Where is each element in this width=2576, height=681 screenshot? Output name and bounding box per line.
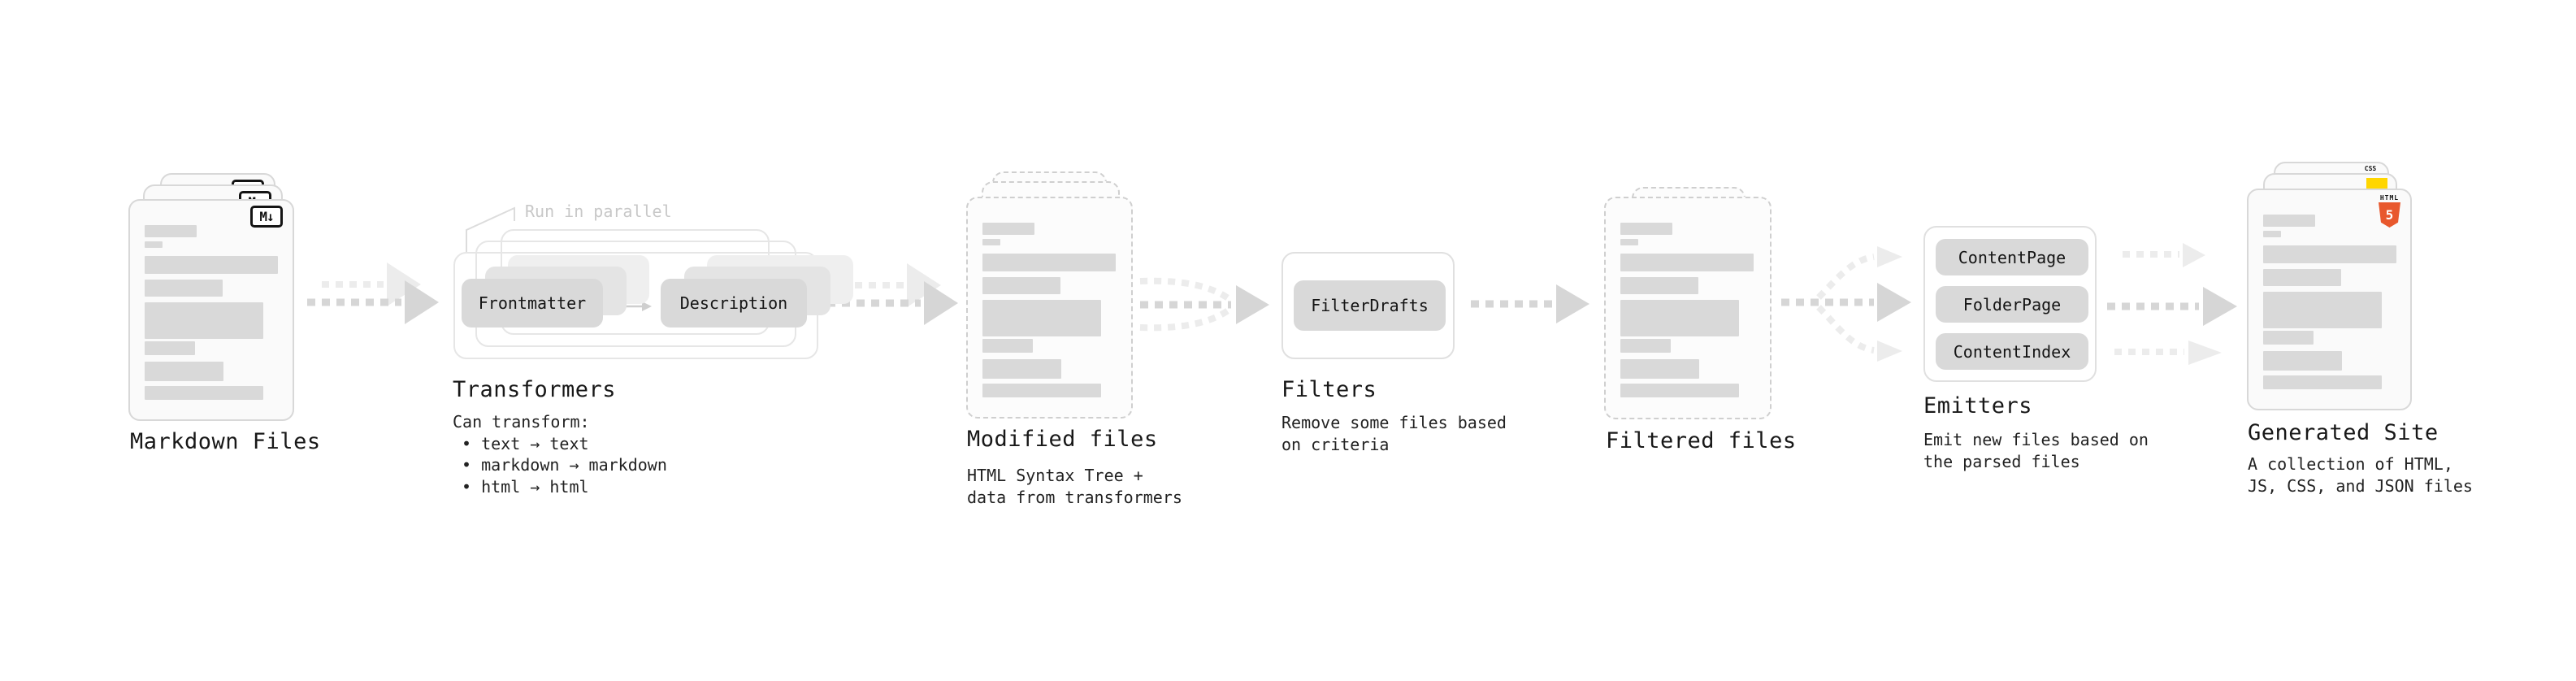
placeholder-text-bar	[982, 339, 1033, 353]
transformers-description: Can transform: • text → text • markdown …	[453, 411, 667, 497]
placeholder-text-bar	[1620, 254, 1754, 271]
filters-subtitle-line: on criteria	[1281, 434, 1390, 454]
placeholder-text-bar	[982, 359, 1061, 379]
placeholder-text-bar	[145, 302, 263, 339]
contentpage-pill: ContentPage	[1936, 239, 2088, 275]
modified-files-subtitle: HTML Syntax Tree + data from transformer…	[967, 465, 1182, 508]
placeholder-text-bar	[145, 362, 223, 381]
placeholder-text-bar	[145, 256, 278, 274]
transformers-desc-line: • text → text	[462, 433, 589, 453]
placeholder-text-bar	[2263, 245, 2396, 263]
html5-icon-label: HTML	[2379, 194, 2400, 202]
filters-title: Filters	[1281, 377, 1377, 402]
placeholder-text-bar	[145, 341, 195, 355]
arrow-emitters-to-site	[2107, 243, 2237, 365]
filterdrafts-pill: FilterDrafts	[1294, 280, 1446, 331]
filtered-files-title: Filtered files	[1606, 428, 1797, 453]
run-in-parallel-note: Run in parallel	[525, 202, 672, 221]
placeholder-text-bar	[145, 280, 223, 297]
description-pill: Description	[661, 279, 807, 327]
placeholder-text-bar	[1620, 300, 1739, 336]
folderpage-pill: FolderPage	[1936, 286, 2088, 323]
frontmatter-pill: Frontmatter	[462, 279, 603, 327]
placeholder-text-bar	[1620, 384, 1739, 397]
generated-site-subtitle-line: A collection of HTML,	[2248, 454, 2453, 474]
stage-filters-box: FilterDrafts	[1281, 252, 1455, 359]
placeholder-text-bar	[2263, 231, 2281, 237]
emitters-subtitle-line: the parsed files	[1923, 451, 2080, 471]
arrow-markdown-to-transformers	[307, 262, 439, 324]
transformers-desc-line: Can transform:	[453, 412, 590, 432]
placeholder-text-bar	[1620, 239, 1638, 245]
placeholder-text-bar	[145, 225, 197, 237]
placeholder-text-bar	[982, 277, 1060, 294]
placeholder-text-bar	[1620, 339, 1671, 353]
html5-icon-number: 5	[2385, 206, 2394, 223]
js-icon	[2366, 178, 2387, 189]
placeholder-text-bar	[2263, 292, 2382, 328]
modified-file-card-front	[966, 197, 1133, 419]
placeholder-text-bar	[2263, 351, 2342, 371]
emitters-subtitle-line: Emit new files based on	[1923, 430, 2149, 449]
placeholder-text-bar	[145, 386, 263, 400]
placeholder-text-bar	[982, 254, 1116, 271]
modified-files-subtitle-line: HTML Syntax Tree +	[967, 466, 1143, 485]
html5-icon-shield: 5	[2379, 202, 2400, 228]
placeholder-text-bar	[982, 384, 1101, 397]
emitters-title: Emitters	[1923, 393, 2033, 419]
transformers-title: Transformers	[453, 377, 617, 402]
placeholder-text-bar	[2263, 375, 2382, 389]
placeholder-text-bar	[1620, 359, 1699, 379]
markdown-file-card-front: M↓	[128, 199, 294, 421]
modified-files-title: Modified files	[967, 427, 1158, 452]
markdown-files-title: Markdown Files	[130, 429, 321, 454]
stage-emitters-box: ContentPage FolderPage ContentIndex	[1923, 226, 2097, 382]
contentindex-pill: ContentIndex	[1936, 333, 2088, 370]
arrow-filtered-to-emitters	[1781, 246, 1911, 362]
filters-subtitle: Remove some files based on criteria	[1281, 412, 1507, 455]
generated-site-subtitle: A collection of HTML, JS, CSS, and JSON …	[2248, 453, 2473, 497]
placeholder-text-bar	[2263, 215, 2315, 227]
placeholder-text-bar	[145, 241, 163, 248]
placeholder-text-bar	[982, 223, 1034, 235]
arrow-modified-to-filters	[1139, 277, 1269, 332]
emitters-subtitle: Emit new files based on the parsed files	[1923, 429, 2149, 472]
stage-modified-files	[966, 171, 1133, 419]
generated-site-subtitle-line: JS, CSS, and JSON files	[2248, 475, 2473, 496]
placeholder-text-bar	[2263, 331, 2314, 345]
site-file-card-html: HTML 5	[2247, 189, 2412, 410]
arrow-filters-to-filtered	[1471, 284, 1589, 323]
stage-markdown-files: M↓ M↓ M↓	[128, 173, 294, 421]
stage-transformers: Run in parallel Frontmatter Description	[453, 195, 853, 366]
modified-files-subtitle-line: data from transformers	[967, 487, 1182, 507]
filtered-file-card-front	[1604, 197, 1772, 419]
markdown-icon: M↓	[250, 206, 283, 228]
html5-icon: HTML 5	[2379, 194, 2400, 228]
placeholder-text-bar	[982, 300, 1101, 336]
placeholder-text-bar	[1620, 277, 1698, 294]
css-icon-label: CSS	[2364, 165, 2377, 172]
placeholder-text-bar	[982, 239, 1000, 245]
filters-subtitle-line: Remove some files based	[1281, 413, 1507, 432]
stage-filtered-files	[1604, 187, 1772, 419]
stage-generated-site: CSS HTML 5	[2247, 162, 2412, 410]
placeholder-text-bar	[1620, 223, 1672, 235]
placeholder-text-bar	[2263, 269, 2341, 286]
transformers-desc-line: • html → html	[462, 476, 589, 497]
transformers-desc-line: • markdown → markdown	[462, 455, 667, 475]
generated-site-title: Generated Site	[2248, 420, 2439, 445]
